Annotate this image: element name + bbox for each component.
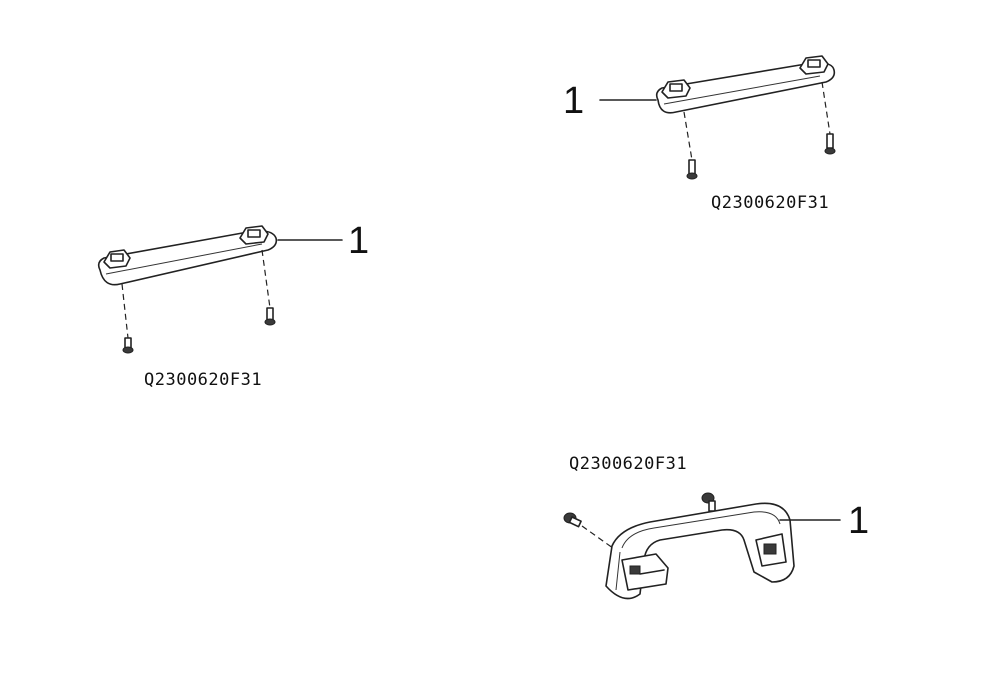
screw-left-a bbox=[122, 337, 134, 354]
callout-number-left: 1 bbox=[348, 220, 369, 262]
part-number-left: Q2300620F31 bbox=[144, 370, 262, 390]
callout-number-top-right: 1 bbox=[563, 80, 584, 122]
part-number-top-right: Q2300620F31 bbox=[711, 193, 829, 213]
grab-handle-top-right bbox=[655, 55, 836, 114]
grab-handle-bottom-right-assembly: Q2300620F31 1 bbox=[563, 454, 869, 600]
part-number-bottom-right: Q2300620F31 bbox=[569, 454, 687, 474]
screw-top-right-a bbox=[686, 159, 698, 180]
grab-handle-top-right-assembly: 1 Q2300620F31 bbox=[563, 55, 836, 213]
screw-bottom-right-a bbox=[563, 512, 582, 528]
screw-top-right-b bbox=[824, 133, 836, 155]
grab-handle-left bbox=[97, 225, 278, 286]
callout-number-bottom-right: 1 bbox=[848, 500, 869, 542]
grab-handle-left-assembly: 1 Q2300620F31 bbox=[97, 220, 369, 390]
screw-bottom-right-b bbox=[701, 492, 716, 512]
grab-handle-bottom-right bbox=[605, 502, 795, 600]
screw-left-b bbox=[264, 307, 276, 326]
